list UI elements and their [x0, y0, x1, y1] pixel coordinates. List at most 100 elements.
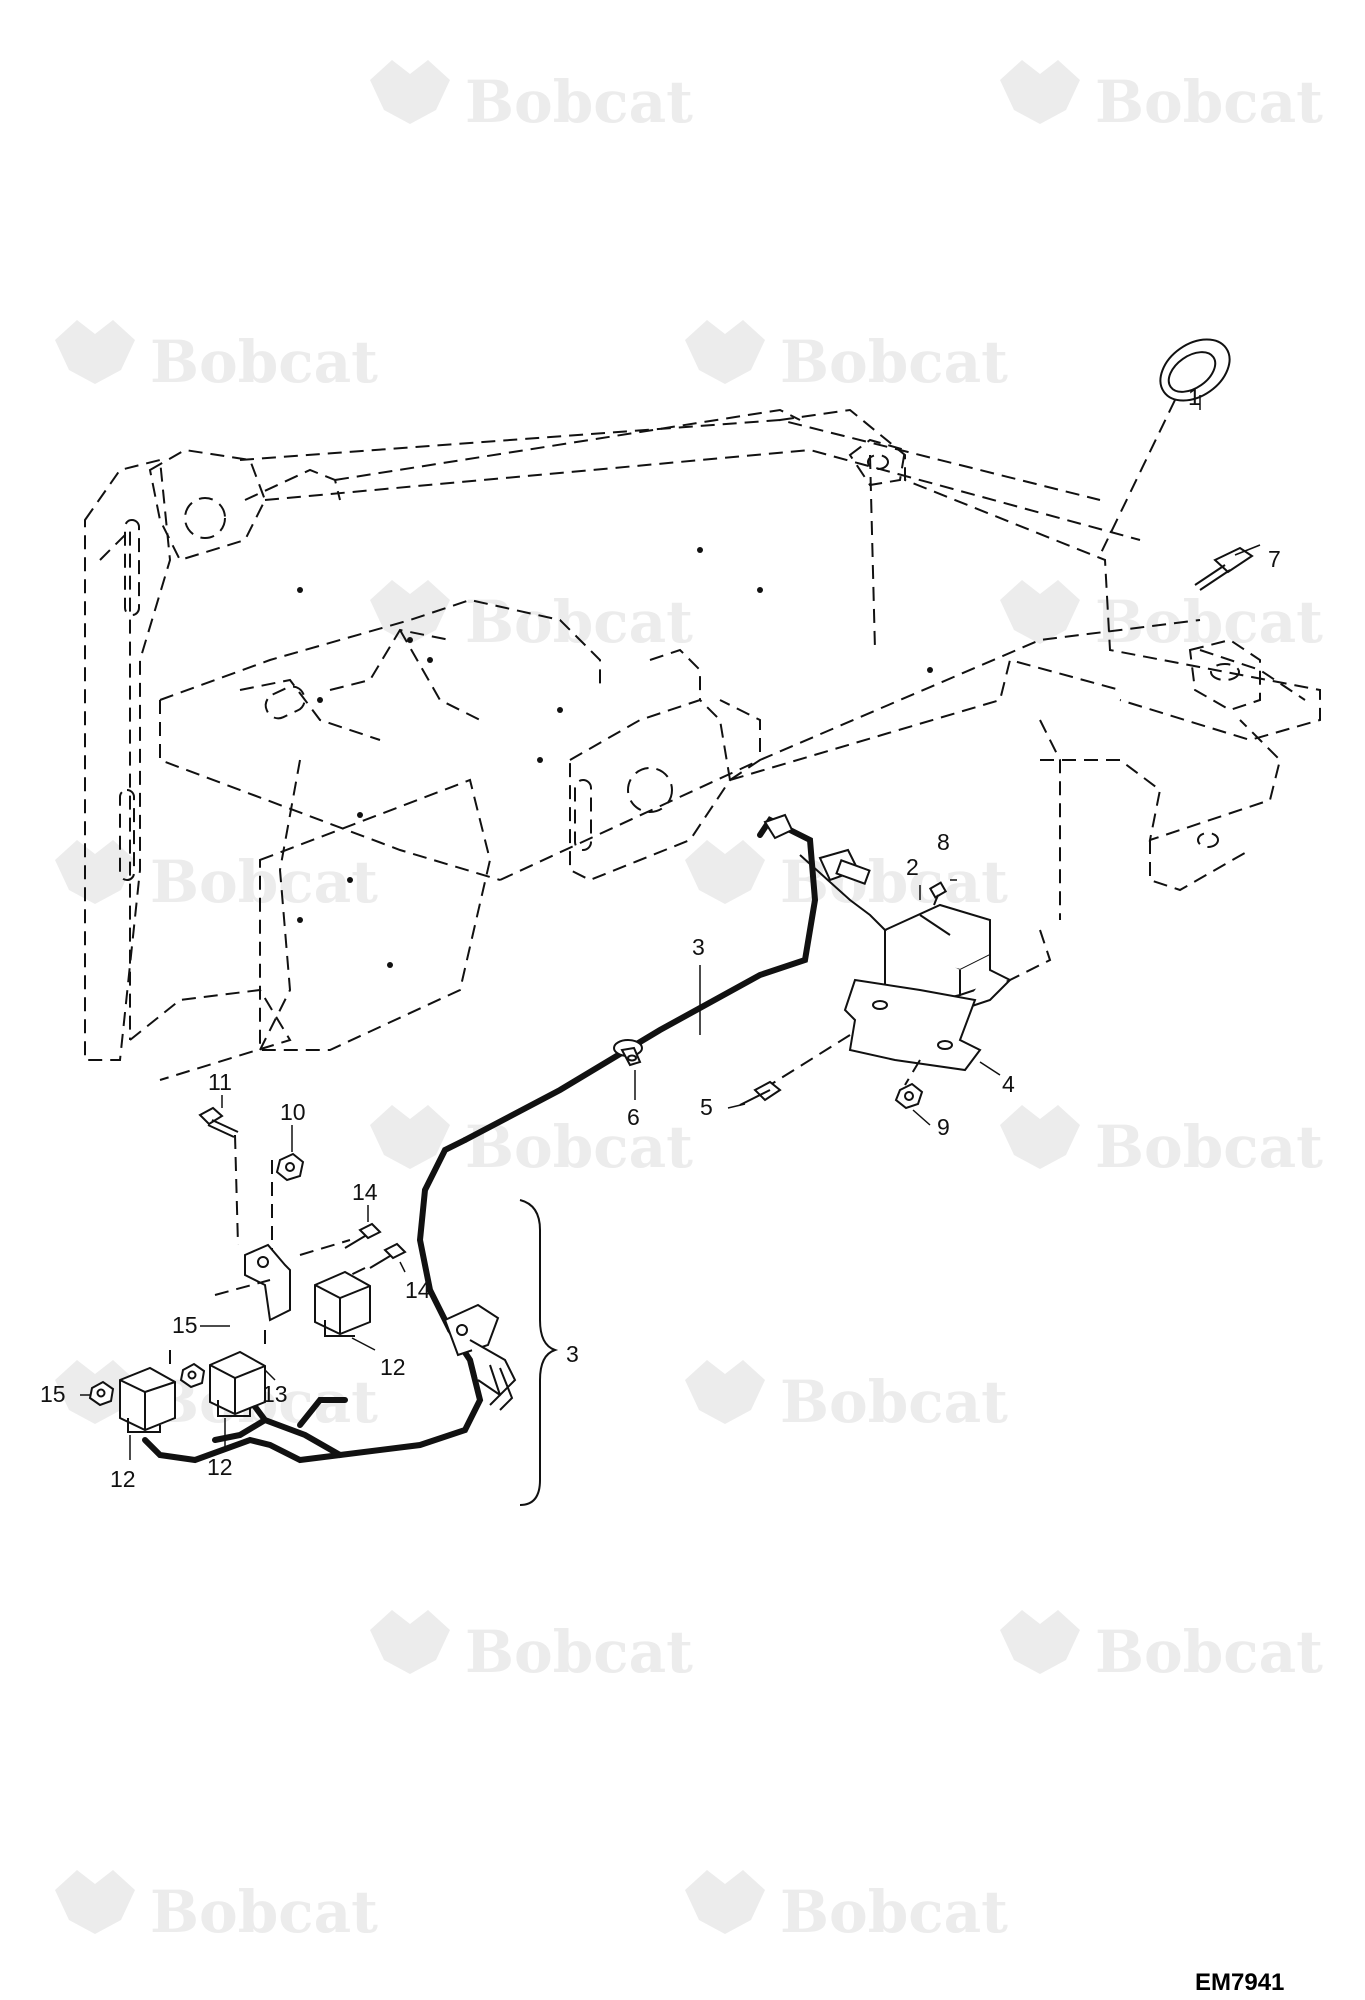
bobcat-logo-icon [1000, 1105, 1080, 1169]
watermark: Bobcat ® [685, 840, 1008, 916]
callout-12-a: 12 [110, 1466, 136, 1492]
left-upright-slot [119, 789, 135, 881]
watermark-text: Bobcat [1095, 588, 1323, 656]
watermark-registered: ® [672, 1659, 683, 1675]
watermark-registered: ® [1302, 109, 1313, 125]
bobcat-logo-icon [685, 1870, 765, 1934]
bobcat-logo-icon [370, 580, 450, 644]
watermark-text: Bobcat [150, 1878, 378, 1946]
watermark-text: Bobcat [465, 1618, 693, 1686]
part-7-bolt [1194, 546, 1254, 591]
center-pivot-hole [627, 767, 673, 813]
callout-8: 8 [937, 829, 950, 855]
watermark-text: Bobcat [780, 848, 1008, 916]
callout-14-a: 14 [352, 1179, 378, 1205]
watermark-registered: ® [672, 1154, 683, 1170]
watermark-text: Bobcat [780, 328, 1008, 396]
bobcat-logo-icon [685, 840, 765, 904]
watermarks: Bobcat ® Bobcat ® Bobcat ® Bobcat ® [55, 60, 1323, 1946]
watermark-registered: ® [1302, 1659, 1313, 1675]
watermark-registered: ® [672, 109, 683, 125]
bobcat-logo-icon [55, 840, 135, 904]
watermark-registered: ® [987, 1409, 998, 1425]
watermark: Bobcat ® [1000, 60, 1323, 136]
part-9-nut [894, 1082, 924, 1110]
part-15-nut-b [88, 1380, 115, 1407]
watermark-text: Bobcat [1095, 1618, 1323, 1686]
callout-12-b: 12 [207, 1454, 233, 1480]
part-8-screw [928, 881, 948, 906]
watermark: Bobcat ® [370, 60, 693, 136]
callouts: 1 7 8 2 3 6 5 4 9 11 10 14 14 15 15 13 1… [40, 384, 1281, 1492]
watermark: Bobcat ® [370, 1105, 693, 1181]
watermark-text: Bobcat [1095, 68, 1323, 136]
callout-4: 4 [1002, 1071, 1015, 1097]
callout-15-b: 15 [40, 1381, 66, 1407]
watermark-registered: ® [357, 889, 368, 905]
part-12-relay-c [314, 1270, 371, 1337]
callout-5: 5 [700, 1094, 713, 1120]
part-1-grommet [1099, 338, 1231, 556]
watermark: Bobcat ® [1000, 580, 1323, 656]
callout-13: 13 [262, 1381, 288, 1407]
watermark-text: Bobcat [780, 1368, 1008, 1436]
callout-11: 11 [208, 1069, 232, 1095]
bobcat-logo-icon [1000, 580, 1080, 644]
bobcat-logo-icon [685, 320, 765, 384]
center-slot [574, 779, 592, 851]
callout-3-bracket: 3 [566, 1341, 579, 1367]
part-14-screw-a [344, 1222, 382, 1249]
watermark-registered: ® [1302, 629, 1313, 645]
watermark: Bobcat ® [370, 1610, 693, 1686]
part-5-bolt [739, 1080, 782, 1106]
watermark: Bobcat ® [685, 1870, 1008, 1946]
part-2-module [883, 903, 1012, 1011]
bobcat-logo-icon [1000, 1610, 1080, 1674]
watermark: Bobcat ® [1000, 1610, 1323, 1686]
watermark-registered: ® [987, 889, 998, 905]
callout-3-top: 3 [692, 934, 705, 960]
left-upright-slot [124, 519, 140, 616]
callout-7: 7 [1268, 546, 1281, 572]
callout-6: 6 [627, 1104, 640, 1130]
watermark: Bobcat ® [685, 1360, 1008, 1436]
loader-frame [84, 408, 1321, 1081]
drawing-code: EM7941 [1195, 1969, 1284, 1996]
watermark-registered: ® [357, 1919, 368, 1935]
bobcat-logo-icon [370, 1105, 450, 1169]
leader-lines [80, 395, 1261, 1506]
watermark-text: Bobcat [780, 1878, 1008, 1946]
part-12-relay-b [209, 1330, 266, 1417]
bobcat-logo-icon [55, 320, 135, 384]
watermark-text: Bobcat [465, 68, 693, 136]
watermark-registered: ® [357, 369, 368, 385]
watermark: Bobcat ® [55, 320, 378, 396]
watermark-registered: ® [357, 1409, 368, 1425]
left-pivot-hole [184, 497, 226, 539]
watermark-text: Bobcat [150, 328, 378, 396]
part-3-harness-upper [462, 813, 886, 1143]
part-3-harness-lower [142, 1137, 517, 1464]
callout-14-b: 14 [405, 1277, 431, 1303]
watermark-text: Bobcat [465, 588, 693, 656]
watermark: Bobcat ® [370, 580, 693, 656]
watermark-registered: ® [987, 369, 998, 385]
bobcat-logo-icon [370, 1610, 450, 1674]
watermark: Bobcat ® [55, 1870, 378, 1946]
callout-1: 1 [1188, 384, 1201, 410]
watermark: Bobcat ® [55, 840, 378, 916]
callout-2: 2 [906, 854, 919, 880]
watermark-registered: ® [987, 1919, 998, 1935]
watermark-registered: ® [672, 629, 683, 645]
watermark: Bobcat ® [1000, 1105, 1323, 1181]
bobcat-logo-icon [1000, 60, 1080, 124]
bobcat-logo-icon [370, 60, 450, 124]
bobcat-logo-icon [685, 1360, 765, 1424]
callout-9: 9 [937, 1114, 950, 1140]
part-11-bolt [198, 1106, 239, 1246]
part-4-plate [769, 929, 1052, 1086]
callout-10: 10 [280, 1099, 306, 1125]
part-15-nut-a [179, 1362, 206, 1389]
watermark-text: Bobcat [1095, 1113, 1323, 1181]
